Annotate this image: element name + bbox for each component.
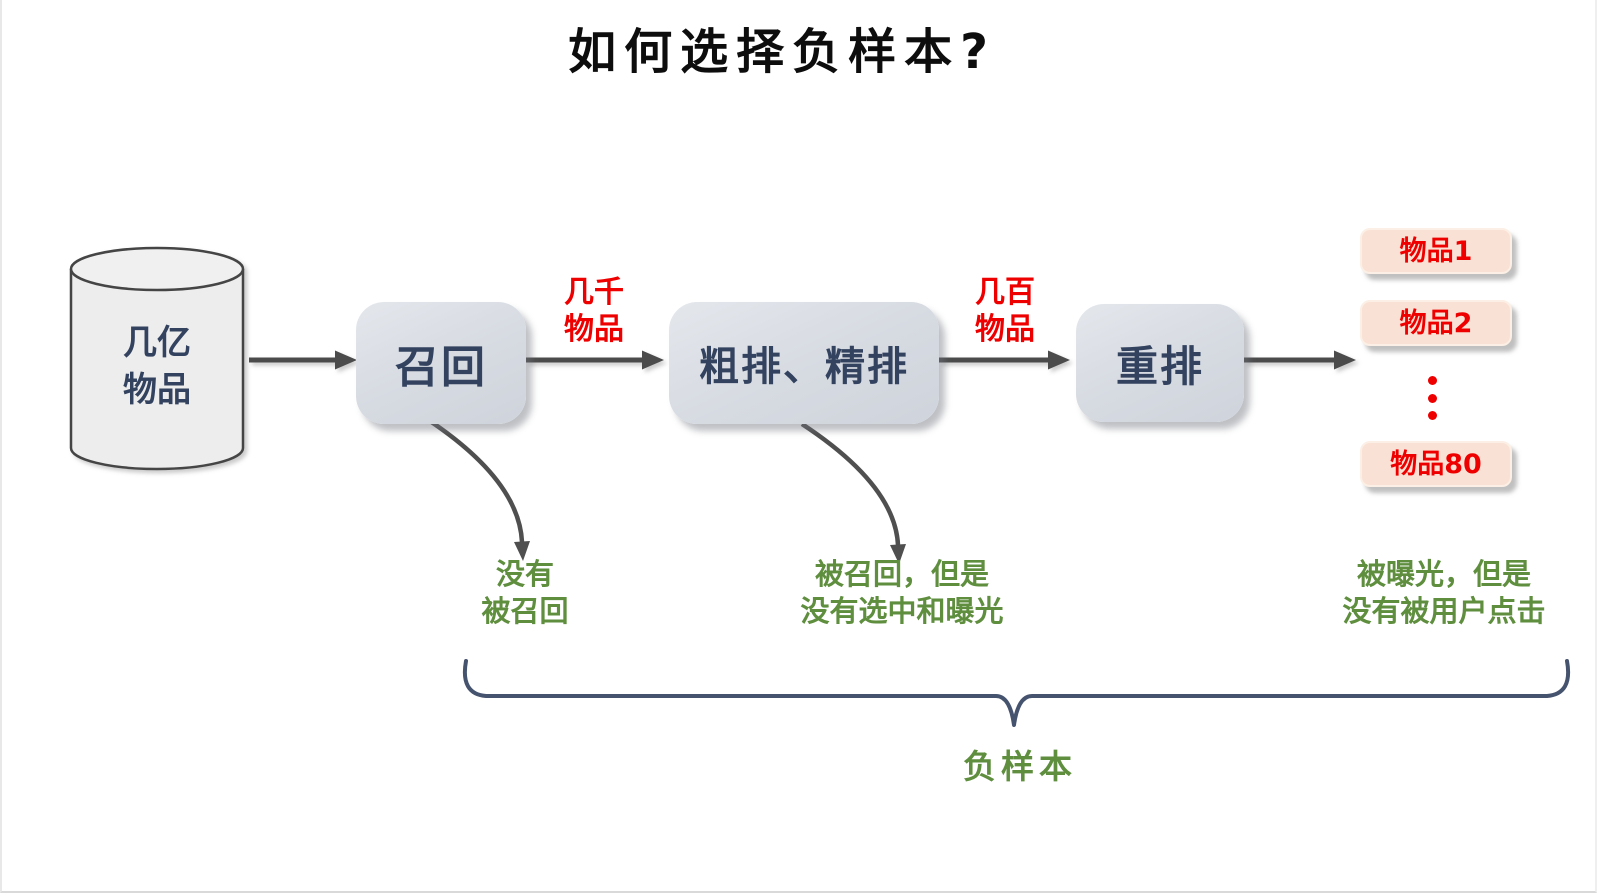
dot xyxy=(1427,376,1437,385)
negative-samples-label: 负样本 xyxy=(963,747,1077,786)
dot xyxy=(1427,393,1437,403)
vertical-ellipsis-icon xyxy=(1427,376,1437,420)
negative-note-not-recalled: 没有 被召回 xyxy=(481,557,569,628)
dot xyxy=(1427,411,1437,420)
page-title: 如何选择负样本? xyxy=(568,24,996,80)
stage-ranking-box: 粗排、精排 xyxy=(669,302,939,424)
edge-label-hundreds-items: 几百 物品 xyxy=(975,275,1035,347)
stage-recall-box: 召回 xyxy=(356,302,526,424)
stage-recall-label: 召回 xyxy=(395,342,487,393)
negative-note-exposed-not-clicked: 被曝光，但是 没有被用户点击 xyxy=(1342,557,1546,628)
output-item-80: 物品80 xyxy=(1360,441,1512,487)
dropout-arrow-ranking xyxy=(800,422,906,564)
output-item-2: 物品2 xyxy=(1360,300,1512,346)
negative-note-recalled-not-exposed: 被召回，但是 没有选中和曝光 xyxy=(800,557,1004,628)
dropout-arrow-recall xyxy=(425,417,530,561)
database-label: 几亿 物品 xyxy=(123,323,191,410)
flow-arrow-rerank-to-items xyxy=(1244,350,1356,370)
dropout-arrows xyxy=(425,417,906,564)
stage-rerank-box: 重排 xyxy=(1076,304,1244,422)
flow-arrow-db-to-recall xyxy=(249,350,357,370)
edge-label-thousands-items: 几千 物品 xyxy=(564,275,624,347)
stage-ranking-label: 粗排、精排 xyxy=(699,344,909,390)
flow-arrow-ranking-to-rerank xyxy=(939,350,1070,370)
flow-arrow-recall-to-ranking xyxy=(526,350,664,370)
stage-rerank-label: 重排 xyxy=(1115,341,1204,391)
output-item-1: 物品1 xyxy=(1360,228,1512,274)
negative-samples-brace xyxy=(463,659,1570,727)
